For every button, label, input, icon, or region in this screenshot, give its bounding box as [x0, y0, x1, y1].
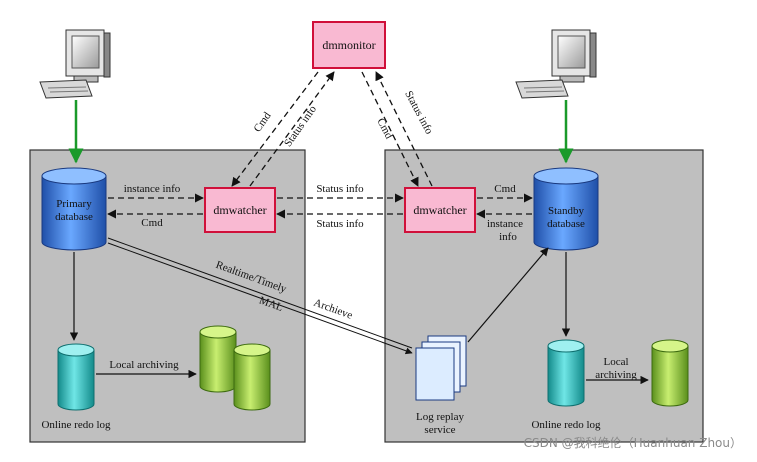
online-redo-log-label-left: Online redo log [41, 419, 111, 431]
label-cmd-left: Cmd [141, 217, 163, 229]
label-diag-status-right: Status info [402, 89, 435, 137]
standby-database-label-1: Standby [548, 205, 585, 217]
local-archiving-label-left: Local archiving [109, 359, 179, 371]
computer-icon-right [515, 29, 597, 99]
label-diag-cmd-right: Cmd [374, 116, 395, 141]
label-archieve: Archieve [312, 297, 354, 322]
label-diag-status-left: Status info [282, 103, 319, 149]
label-instance-info-right-1: instance [487, 218, 523, 230]
standby-database-label-2: database [547, 218, 585, 230]
label-instance-info-left: instance info [124, 183, 181, 195]
archive-cylinder-right [651, 339, 689, 407]
label-diag-cmd-left: Cmd [251, 110, 273, 135]
dmmonitor-label: dmmonitor [322, 38, 375, 52]
label-status-info-bottom: Status info [316, 218, 364, 230]
watermark: CSDN @我科绝伦（Huanhuan Zhou） [524, 435, 742, 450]
dmmonitor-box [312, 21, 386, 69]
computer-icon-left [39, 29, 111, 99]
realtime-log-line-b [107, 242, 413, 355]
arrow-diag-cmd-left [231, 71, 319, 187]
realtime-log-line-a [107, 237, 413, 349]
archive-cylinder-left-back [199, 325, 237, 393]
archive-cylinder-left-front [233, 343, 271, 411]
local-archiving-label-right-2: archiving [595, 369, 637, 381]
dmwatcher-box-left [204, 187, 276, 233]
local-archiving-label-right-1: Local [603, 356, 628, 368]
log-replay-label-2: service [424, 424, 455, 436]
standby-database-cylinder [533, 167, 599, 251]
label-instance-info-right-2: info [499, 231, 517, 243]
online-redo-log-label-right: Online redo log [531, 419, 601, 431]
dmwatcher-label-right: dmwatcher [413, 203, 466, 217]
dmwatcher-box-right [404, 187, 476, 233]
primary-database-label-1: Primary [56, 198, 92, 210]
online-redo-log-cylinder-right [547, 339, 585, 407]
arrow-diag-cmd-right [361, 71, 419, 187]
primary-database-cylinder [41, 167, 107, 251]
arrow-replay-to-standby [467, 247, 549, 343]
log-replay-label-1: Log replay [416, 411, 464, 423]
primary-database-label-2: database [55, 211, 93, 223]
log-replay-service-icon [415, 335, 467, 401]
arrow-diag-status-right [375, 71, 433, 187]
arrow-diag-status-left [249, 71, 335, 187]
label-status-info-top: Status info [316, 183, 364, 195]
dmwatcher-label-left: dmwatcher [213, 203, 266, 217]
label-cmd-right: Cmd [494, 183, 516, 195]
online-redo-log-cylinder-left [57, 343, 95, 411]
